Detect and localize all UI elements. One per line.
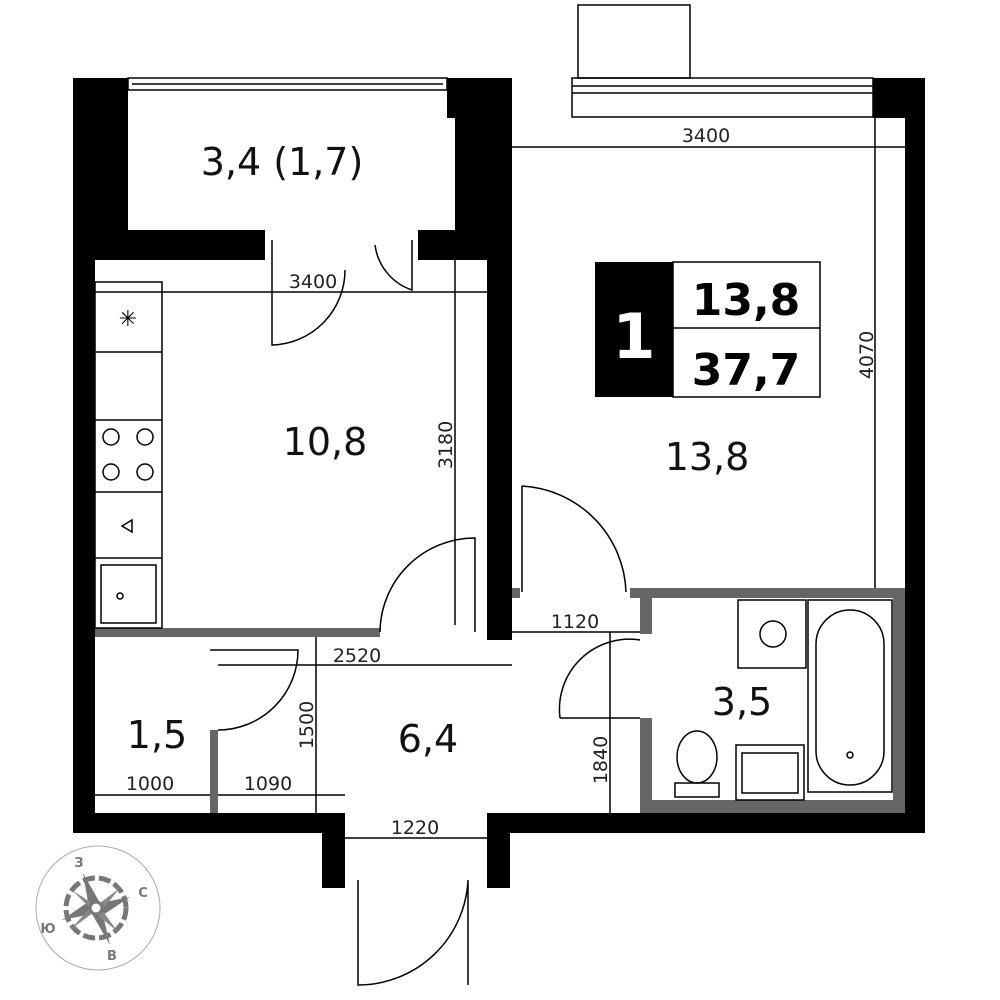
dim-hall-width: 2520 <box>333 645 381 667</box>
dim-kitchen-width: 3400 <box>289 271 337 293</box>
wc-area: 1,5 <box>127 713 187 757</box>
balcony-area: 3,4 (1,7) <box>201 140 364 184</box>
living-area-value: 13,8 <box>692 275 801 326</box>
dim-entry-width: 1220 <box>391 817 439 839</box>
toilet-icon <box>676 730 718 784</box>
bathtub-icon <box>807 599 893 793</box>
apartment-badge: 1 13,8 37,7 <box>595 261 821 398</box>
bathroom-fixtures <box>674 599 893 801</box>
washing-machine-icon <box>737 599 807 669</box>
fridge-icon: ✳ <box>119 307 137 332</box>
dishwasher-icon <box>120 518 133 534</box>
stove-burner-icon <box>102 428 120 446</box>
bathroom-area: 3,5 <box>712 680 772 724</box>
dim-bath-door: 1120 <box>551 611 599 633</box>
compass-icon: З С Ю В <box>35 845 161 971</box>
compass-north: С <box>138 886 148 901</box>
dim-room-depth: 4070 <box>856 331 878 379</box>
washbasin-icon <box>735 744 805 801</box>
kitchen-counter: ✳ <box>94 281 163 629</box>
dim-bath-depth: 1840 <box>590 736 612 784</box>
living-room-area: 13,8 <box>665 435 750 479</box>
dim-corridor-width: 1090 <box>244 773 292 795</box>
compass-east: В <box>107 949 117 964</box>
dim-room-width: 3400 <box>682 125 730 147</box>
sink-icon <box>100 564 157 624</box>
hall-area: 6,4 <box>398 717 458 761</box>
kitchen-area: 10,8 <box>283 420 368 464</box>
dim-wc-width: 1000 <box>126 773 174 795</box>
compass-west: З <box>74 856 83 871</box>
total-area-value: 37,7 <box>692 345 801 396</box>
dim-kitchen-depth: 3180 <box>435 421 457 469</box>
doors <box>210 240 641 986</box>
compass-south: Ю <box>40 922 55 937</box>
exterior-unit <box>577 4 691 79</box>
dim-hall-depth: 1500 <box>296 701 318 749</box>
walls <box>73 78 925 888</box>
dimension-lines <box>95 118 905 839</box>
rooms-count: 1 <box>612 300 655 373</box>
windows <box>127 77 874 118</box>
